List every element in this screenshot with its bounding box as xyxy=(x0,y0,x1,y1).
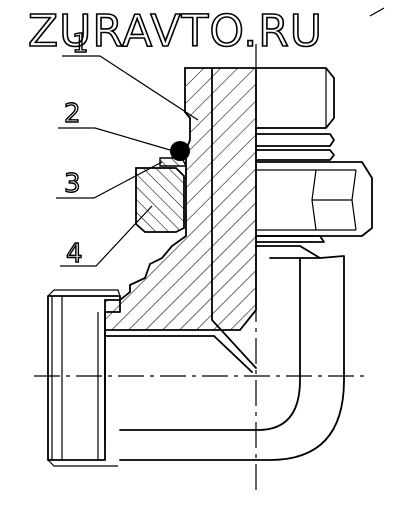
hex-nut-outline xyxy=(255,161,373,237)
bore-corner xyxy=(211,319,257,369)
o-ring xyxy=(170,141,190,161)
watermark-text: ZURAVTO.RU xyxy=(28,6,323,57)
elbow-outer xyxy=(119,245,345,461)
upper-thread-outline xyxy=(255,67,335,129)
lower-bead xyxy=(255,235,325,243)
groove-2 xyxy=(255,149,335,161)
callout-2: 2 xyxy=(64,99,81,129)
elbow-inner-bend xyxy=(119,257,301,431)
body-section-hatched xyxy=(104,67,257,331)
callout-1-leader xyxy=(62,55,199,121)
callout-2-leader xyxy=(58,127,171,151)
callout-4: 4 xyxy=(66,239,83,269)
callout-3-leader xyxy=(56,161,163,199)
callout-3: 3 xyxy=(64,169,81,199)
callout-4-leader xyxy=(60,205,153,267)
corner-tick xyxy=(369,7,385,17)
groove-1 xyxy=(255,133,335,147)
nut-section xyxy=(135,167,185,233)
callout-1: 1 xyxy=(72,29,89,59)
